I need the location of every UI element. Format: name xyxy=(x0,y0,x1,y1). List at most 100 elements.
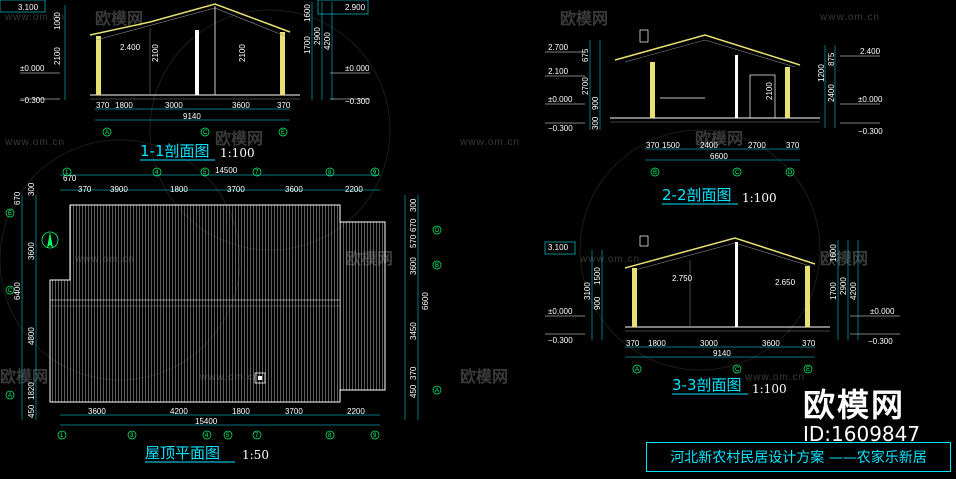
drawing-label: 1 xyxy=(60,433,64,439)
drawing-label: 900 xyxy=(593,296,602,310)
brand-logo-text: 欧模网 xyxy=(803,386,906,424)
drawing-label: 1500 xyxy=(593,267,602,285)
drawing-label: 3000 xyxy=(700,339,718,348)
drawing-label: 4200 xyxy=(323,32,332,50)
drawing-label: −0.300 xyxy=(868,337,893,346)
brand-block: 欧模网 ID:1609847 xyxy=(775,380,950,446)
drawing-label: 2700 xyxy=(581,77,590,95)
drawing-label: 3000 xyxy=(165,101,183,110)
drawing-label: 1800 xyxy=(648,339,666,348)
drawing-label: 2900 xyxy=(839,277,848,295)
drawing-label: 4 xyxy=(205,433,209,439)
drawing-label: 2.400 xyxy=(860,47,881,56)
drawing-label: 1700 xyxy=(303,36,312,54)
drawing-label: A xyxy=(635,367,639,373)
drawing-label: 1:100 xyxy=(742,191,777,205)
drawing-label: A xyxy=(105,130,109,136)
drawing-label: 3450 xyxy=(409,322,418,340)
drawing-label: 3700 xyxy=(285,407,303,416)
drawing-label: 8 xyxy=(328,170,332,176)
drawing-label: 8 xyxy=(328,433,332,439)
watermark-logo: 欧模网 xyxy=(820,249,868,268)
drawing-label: 1500 xyxy=(662,141,680,150)
drawing-label: ±0.000 xyxy=(20,64,45,73)
drawing-label: C xyxy=(8,288,13,294)
drawing-label: 4200 xyxy=(849,282,858,300)
section-1-1-title: 1-1剖面图 xyxy=(140,142,210,160)
drawing-label: 675 xyxy=(581,48,590,62)
watermark-url: www.om.cn xyxy=(4,12,65,23)
drawing-label: A xyxy=(435,388,439,394)
drawing-label: 3 xyxy=(130,433,134,439)
drawing-label: −0.300 xyxy=(345,97,370,106)
drawing-label: B xyxy=(653,170,657,176)
drawing-label: 15400 xyxy=(195,417,218,426)
section-2-2: 2100 2.700 2.100 ±0.000 −0.300 675 2700 … xyxy=(545,29,883,205)
drawing-label: E xyxy=(806,367,810,373)
drawing-label: 2100 xyxy=(53,47,62,65)
project-title-box: 河北新农村民居设计方案 ——农家乐新居 xyxy=(646,442,951,472)
drawing-label: 370 xyxy=(786,141,800,150)
drawing-label: 670 xyxy=(63,174,77,183)
drawing-label: 1700 xyxy=(829,282,838,300)
drawing-label: 875 xyxy=(827,52,836,66)
drawing-label: 370 xyxy=(78,185,92,194)
drawing-label: 300 xyxy=(27,182,36,196)
drawing-label: 14500 xyxy=(215,166,238,175)
drawing-label: 2700 xyxy=(748,141,766,150)
watermark-logo: 欧模网 xyxy=(460,367,508,386)
drawing-label: C xyxy=(203,130,208,136)
section-2-2-title: 2-2剖面图 xyxy=(662,186,732,204)
drawing-label: 4200 xyxy=(170,407,188,416)
drawing-label: 2100 xyxy=(765,82,774,100)
drawing-label: 370 xyxy=(277,101,291,110)
watermark-url: www.om.cn xyxy=(744,372,805,383)
drawing-label: ±0.000 xyxy=(548,307,573,316)
drawing-label: 370 xyxy=(646,141,660,150)
drawing-label: −0.300 xyxy=(548,336,573,345)
drawing-label: 2100 xyxy=(151,44,160,62)
drawing-label: 1800 xyxy=(115,101,133,110)
watermark-url: www.om.cn xyxy=(819,12,880,23)
drawing-label: 9 xyxy=(373,170,377,176)
drawing-label: B xyxy=(435,263,439,269)
drawing-label: 1000 xyxy=(53,12,62,30)
drawing-label: 2400 xyxy=(827,84,836,102)
drawing-label: 570 xyxy=(409,234,418,248)
watermark-logo: 欧模网 xyxy=(0,367,48,386)
drawing-label: 1600 xyxy=(829,244,838,262)
drawing-label: 6600 xyxy=(421,292,430,310)
watermark-logo: 欧模网 xyxy=(560,9,608,28)
drawing-label: 1 xyxy=(65,170,69,176)
drawing-label: 1800 xyxy=(170,185,188,194)
drawing-label: ±0.000 xyxy=(870,307,895,316)
drawing-label: C xyxy=(735,170,740,176)
level-2650: 2.650 xyxy=(775,278,796,287)
drawing-label: 1600 xyxy=(303,4,312,22)
drawing-label: 5 xyxy=(203,170,207,176)
drawing-label: 450 xyxy=(27,404,36,418)
drawing-label: 9 xyxy=(373,433,377,439)
drawing-label: 3100 xyxy=(583,282,592,300)
drawing-label: 2200 xyxy=(347,407,365,416)
drawing-label: 1820 xyxy=(27,382,36,400)
drawing-label: 5 xyxy=(226,433,230,439)
drawing-label: 3.100 xyxy=(548,243,569,252)
drawing-label: 1:100 xyxy=(752,382,787,396)
drawing-label: 2.900 xyxy=(345,3,366,12)
drawing-label: 3600 xyxy=(762,339,780,348)
watermark-logo: 欧模网 xyxy=(215,129,263,148)
drawing-label: 6400 xyxy=(13,282,22,300)
drawing-label: 370 xyxy=(409,366,418,380)
drawing-label: 2100 xyxy=(238,44,247,62)
drawing-label: 4 xyxy=(155,170,159,176)
drawing-label: 2.700 xyxy=(548,43,569,52)
watermark-url: www.om.cn xyxy=(459,137,520,148)
drawing-label: A xyxy=(8,393,12,399)
drawing-label: D xyxy=(788,170,793,176)
drawing-label: 3.100 xyxy=(18,3,39,12)
drawing-label: 300 xyxy=(409,198,418,212)
drawing-label: 2400 xyxy=(700,141,718,150)
